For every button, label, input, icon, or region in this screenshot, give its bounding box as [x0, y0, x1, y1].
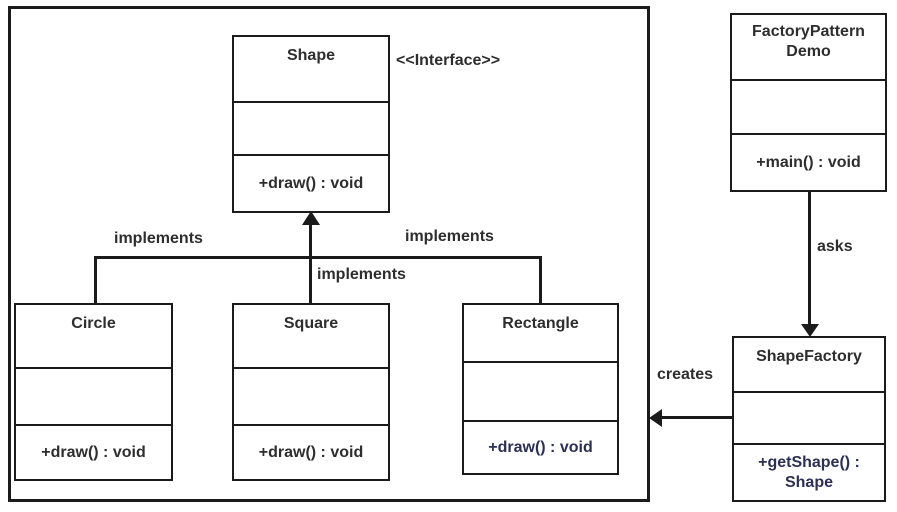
implements-line-rectangle	[539, 256, 542, 303]
class-square-fields	[234, 369, 388, 426]
implements-line-circle	[94, 256, 97, 303]
class-shape-fields	[234, 103, 388, 156]
class-shape-factory-fields	[734, 393, 884, 445]
class-circle-fields	[16, 369, 171, 426]
implements-label-left: implements	[114, 230, 203, 247]
implements-line-square	[309, 224, 312, 303]
class-factory-pattern-demo-fields	[732, 81, 885, 135]
class-shape-factory-method: +getShape() : Shape	[734, 445, 884, 500]
class-factory-pattern-demo-name-line1: FactoryPattern	[752, 23, 865, 40]
class-circle-method: +draw() : void	[41, 443, 146, 461]
class-factory-pattern-demo-name: FactoryPattern Demo	[732, 15, 885, 81]
class-shape-factory-method-line2: Shape	[784, 473, 833, 491]
interface-stereotype-label: <<Interface>>	[396, 52, 501, 69]
class-circle: Circle +draw() : void	[14, 303, 173, 481]
class-square: Square +draw() : void	[232, 303, 390, 481]
implements-label-center: implements	[317, 266, 406, 283]
class-shape-factory: ShapeFactory +getShape() : Shape	[732, 336, 886, 502]
class-shape-factory-method-line1: +getShape() :	[758, 453, 860, 471]
class-square-name: Square	[234, 305, 388, 369]
asks-arrowhead-icon	[801, 324, 819, 337]
class-rectangle-method: +draw() : void	[488, 438, 593, 456]
asks-label: asks	[817, 238, 853, 255]
class-rectangle: Rectangle +draw() : void	[462, 303, 619, 475]
class-square-method: +draw() : void	[258, 443, 364, 461]
class-shape-method: +draw() : void	[258, 174, 364, 192]
implements-horizontal-line	[94, 256, 542, 259]
implements-label-right: implements	[405, 228, 494, 245]
asks-line	[808, 192, 811, 326]
class-factory-pattern-demo-name-line2: Demo	[786, 43, 831, 60]
shapes-boundary-box	[8, 6, 650, 502]
creates-label: creates	[657, 366, 714, 383]
class-factory-pattern-demo: FactoryPattern Demo +main() : void	[730, 13, 887, 192]
class-shape-name: Shape	[234, 37, 388, 103]
class-rectangle-name: Rectangle	[464, 305, 617, 363]
class-rectangle-fields	[464, 363, 617, 422]
class-shape: Shape +draw() : void	[232, 35, 390, 213]
class-factory-pattern-demo-method: +main() : void	[756, 153, 861, 171]
class-circle-name: Circle	[16, 305, 171, 369]
class-shape-factory-name: ShapeFactory	[734, 338, 884, 393]
creates-arrowhead-icon	[649, 409, 662, 427]
creates-line	[660, 416, 732, 419]
implements-arrowhead-icon	[302, 211, 320, 225]
